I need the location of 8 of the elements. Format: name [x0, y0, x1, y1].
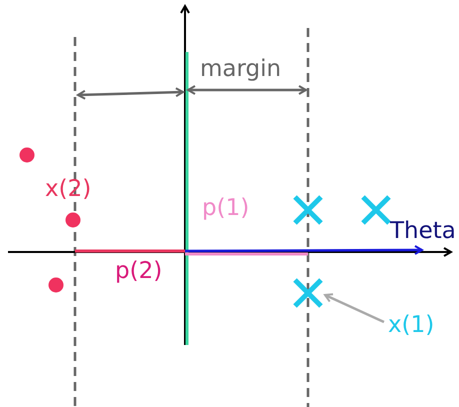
axis-label: margin — [200, 58, 282, 81]
point-label: x(2) — [45, 178, 92, 201]
vector-label: Theta — [390, 220, 456, 243]
projection-label: p(2) — [115, 260, 162, 283]
data-point-cross — [293, 278, 323, 308]
leader-line — [324, 293, 385, 324]
projection-label: p(1) — [202, 197, 250, 220]
point-label: x(1) — [388, 314, 434, 337]
